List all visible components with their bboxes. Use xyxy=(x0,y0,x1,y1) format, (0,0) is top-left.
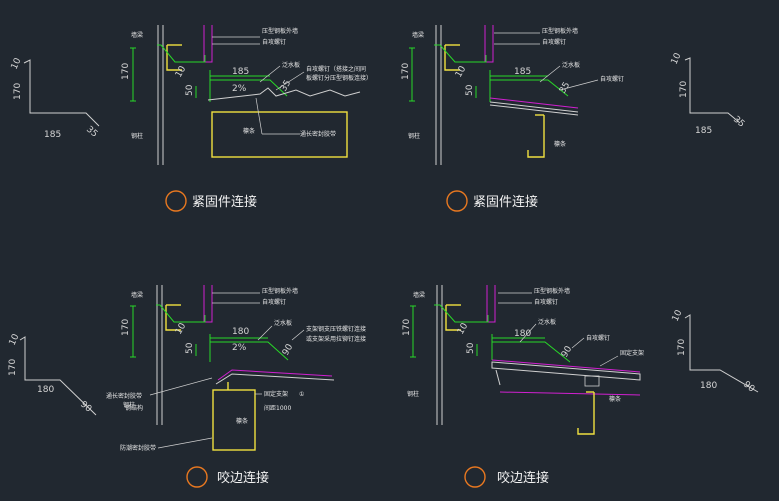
caption-top-left: 紧固件连接 xyxy=(165,190,257,212)
profile-sketch-right-bottom: 10 170 180 90 xyxy=(671,308,759,395)
wall-beam-label: 墙梁 xyxy=(131,31,143,39)
dim-label: 170 xyxy=(679,81,689,98)
tape-label: 防潮密封胶带 xyxy=(120,444,156,452)
seal-label: 通长密封胶带 xyxy=(300,130,336,138)
detail-panel-top-left: 墙梁 钢柱 170 10 50 185 35 2% 檩条 压型钢板外墙 自攻螺钉… xyxy=(121,25,372,165)
profile-sketch-right-top: 10 170 185 35 xyxy=(670,51,747,136)
caption-circle-icon xyxy=(464,466,486,488)
dim-50: 50 xyxy=(185,342,195,354)
dim-90: 90 xyxy=(560,344,575,359)
dim-10: 10 xyxy=(174,321,189,336)
dim-label: 170 xyxy=(13,83,23,100)
dim-170: 170 xyxy=(402,319,412,336)
column-label: 钢柱 xyxy=(407,390,419,398)
caption-circle-icon xyxy=(186,466,208,488)
caption-bottom-left: 咬边连接 xyxy=(186,466,269,488)
dim-label: 90 xyxy=(741,380,756,395)
support-label: 固定支架 xyxy=(620,349,644,357)
purlin-label: 檩条 xyxy=(609,395,621,403)
dim-50: 50 xyxy=(465,84,475,96)
steel-label: 钢结构 xyxy=(125,404,143,412)
caption-text: 咬边连接 xyxy=(497,470,549,486)
dim-label: 35 xyxy=(84,125,99,140)
flashing-label: 泛水板 xyxy=(562,61,580,69)
dim-label: 185 xyxy=(695,126,712,136)
purlin-label: 檩条 xyxy=(554,140,566,148)
dim-185: 185 xyxy=(514,67,531,77)
detail-panel-bottom-right: 墙梁 钢柱 170 10 50 180 90 压型钢板外墙 自攻螺钉 泛水板 自… xyxy=(402,285,644,435)
wall-panel-label: 压型钢板外墙 xyxy=(534,287,570,295)
dim-50: 50 xyxy=(466,342,476,354)
profile-sketch-left-top: 10 170 185 35 xyxy=(10,56,100,140)
screw-label: 自攻螺钉 xyxy=(534,298,558,306)
wall-panel-label: 压型钢板外墙 xyxy=(262,27,298,35)
screw2-label-b: 板螺钉分压型钢板连接） xyxy=(306,74,372,82)
support-spacing-label: 间距1000 xyxy=(264,404,291,412)
dim-50: 50 xyxy=(185,84,195,96)
flashing-label: 泛水板 xyxy=(274,319,292,327)
slope-label: 2% xyxy=(232,84,247,94)
mark-1: ① xyxy=(299,391,304,398)
purlin-label: 檩条 xyxy=(243,127,255,135)
dim-35: 35 xyxy=(279,79,293,94)
caption-circle-icon xyxy=(446,190,468,212)
wall-panel-label: 压型钢板外墙 xyxy=(262,287,298,295)
screw2-label-a: 自攻螺钉（搭接之间同 xyxy=(306,65,366,73)
support-label: 固定支架 xyxy=(264,390,288,398)
dim-170: 170 xyxy=(401,63,411,80)
screw2-label: 自攻螺钉 xyxy=(586,334,610,342)
column-label: 钢柱 xyxy=(123,401,135,409)
dim-185: 185 xyxy=(232,67,249,77)
seal-label: 通长密封胶带 xyxy=(106,392,142,400)
dim-180: 180 xyxy=(514,329,531,339)
caption-text: 紧固件连接 xyxy=(473,194,538,210)
caption-text: 紧固件连接 xyxy=(192,194,257,210)
column-label: 钢柱 xyxy=(408,132,420,140)
purlin-label: 檩条 xyxy=(236,417,248,425)
dim-170: 170 xyxy=(121,319,131,336)
dim-170: 170 xyxy=(121,63,131,80)
dim-label: 170 xyxy=(8,359,18,376)
dim-label: 10 xyxy=(670,51,684,66)
screw2-label: 自攻螺钉 xyxy=(600,75,624,83)
caption-circle-icon xyxy=(165,190,187,212)
profile-sketch-left-bottom: 10 170 180 90 xyxy=(8,332,97,416)
wall-beam-label: 墙梁 xyxy=(412,31,424,39)
caption-bottom-right: 咬边连接 xyxy=(464,466,549,488)
detail-panel-top-right: 墙梁 钢柱 170 10 50 185 35 檩条 压型钢板外墙 自攻螺钉 泛水… xyxy=(401,25,624,165)
screw-label: 自攻螺钉 xyxy=(262,38,286,46)
dim-label: 10 xyxy=(671,308,685,323)
screw-label: 自攻螺钉 xyxy=(262,298,286,306)
wall-beam-label: 墙梁 xyxy=(131,291,143,299)
dim-label: 10 xyxy=(10,56,24,71)
wall-panel-label: 压型钢板外墙 xyxy=(542,27,578,35)
dim-35: 35 xyxy=(558,81,572,96)
dim-label: 170 xyxy=(677,339,687,356)
detail-panel-bottom-left: 墙梁 钢柱 170 10 50 180 90 2% 檩条 压型钢板外墙 自攻螺钉… xyxy=(106,285,366,452)
dim-180: 180 xyxy=(232,327,249,337)
dim-10: 10 xyxy=(174,64,189,79)
caption-top-right: 紧固件连接 xyxy=(446,190,538,212)
bracket-label-a: 支架钢支压铁螺钉连接 xyxy=(306,325,366,333)
dim-label: 90 xyxy=(78,400,93,415)
flashing-label: 泛水板 xyxy=(282,61,300,69)
bracket-label-b: 或支架采用拉铆钉连接 xyxy=(306,335,366,343)
caption-text: 咬边连接 xyxy=(217,470,269,486)
slope-label: 2% xyxy=(232,343,247,353)
dim-label: 180 xyxy=(37,385,54,395)
dim-label: 10 xyxy=(8,332,22,347)
column-label: 钢柱 xyxy=(131,132,143,140)
dim-10: 10 xyxy=(456,321,471,336)
flashing-label: 泛水板 xyxy=(538,318,556,326)
dim-label: 180 xyxy=(700,381,717,391)
screw-label: 自攻螺钉 xyxy=(542,38,566,46)
wall-beam-label: 墙梁 xyxy=(413,291,425,299)
dim-10: 10 xyxy=(454,64,469,79)
dim-label: 185 xyxy=(44,130,61,140)
